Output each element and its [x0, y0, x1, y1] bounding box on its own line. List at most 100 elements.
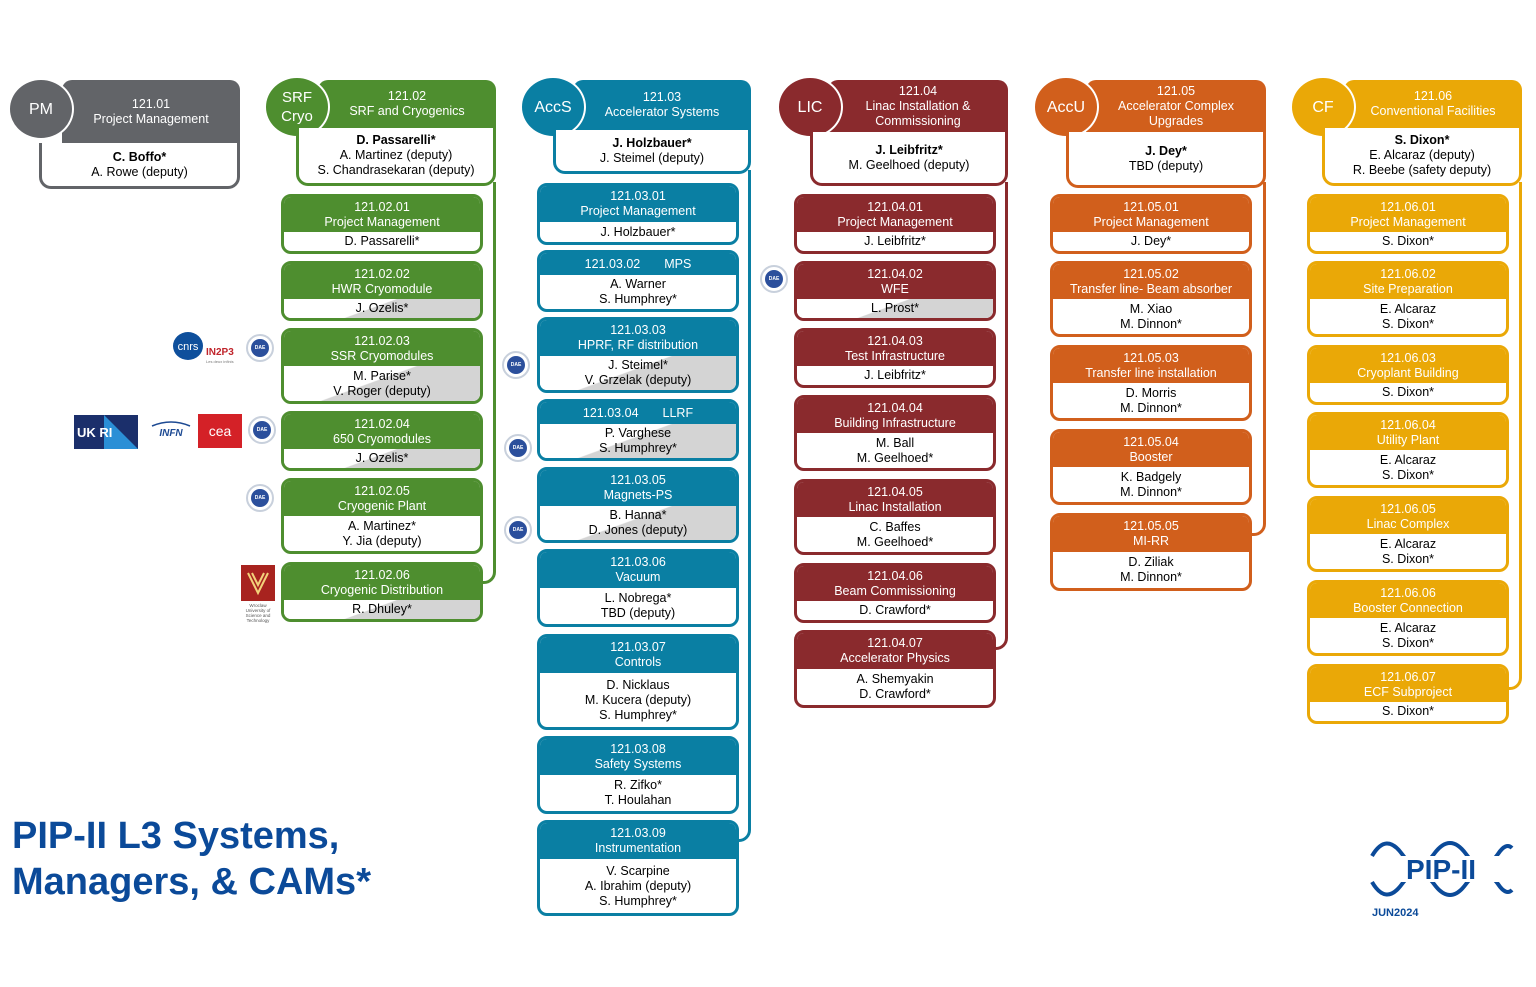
cam-name: M. Ball [875, 435, 915, 450]
cam-name: D. Ziliak [1128, 555, 1174, 569]
l2-number: 121.06 [1413, 89, 1453, 103]
cam-name: V. Scarpine [606, 863, 670, 878]
cam-name: D. Nicklaus [606, 677, 670, 692]
cam-name: E. Alcaraz [1379, 536, 1437, 551]
cam-name: S. Dixon* [1381, 234, 1435, 248]
cam-name: TBD (deputy) [600, 606, 676, 620]
l2-number: 121.04 [898, 83, 938, 98]
cam-name: M. Parise* [353, 368, 411, 383]
l2-managers-accs: J. Holzbauer* J. Steimel (deputy) [553, 130, 751, 174]
pip2-logo-text: PIP-II [1406, 854, 1476, 885]
manager-name: S. Dixon* [1394, 133, 1450, 147]
l2-badge-accs: AccS [520, 76, 586, 138]
manager-name: D. Passarelli* [356, 133, 436, 147]
dae-logo: DAE [246, 484, 274, 512]
wroclaw-logo: Wroclaw University of Science and Techno… [240, 565, 276, 625]
cam-name: B. Hanna* [609, 508, 667, 522]
manager-name: J. Steimel (deputy) [599, 150, 705, 165]
l2-header-accs: 121.03 Accelerator Systems [573, 80, 751, 130]
l2-header-srf: 121.02 SRF and Cryogenics [318, 80, 496, 128]
ukri-logo: UK RI [74, 415, 138, 449]
manager-name: R. Beebe (safety deputy) [1352, 163, 1492, 177]
cam-name: M. Dinnon* [1120, 316, 1182, 331]
dae-logo: DAE [248, 416, 276, 444]
cam-name: R. Dhuley* [352, 602, 412, 616]
manager-name: E. Alcaraz (deputy) [1369, 148, 1475, 162]
manager-name: J. Holzbauer* [612, 135, 692, 150]
cam-name: A. Warner [610, 277, 666, 291]
cam-name: M. Dinnon* [1120, 570, 1182, 584]
cam-name: V. Grzelak (deputy) [584, 373, 692, 387]
manager-name: J. Leibfritz* [875, 142, 943, 157]
l2-header-pm: 121.01 Project Management [62, 80, 240, 143]
title-line: PIP-II L3 Systems, [12, 815, 340, 857]
l2-badge-accu: AccU [1033, 76, 1099, 138]
cam-name: S. Dixon* [1381, 385, 1435, 399]
cea-text: cea [209, 423, 232, 439]
dae-logo: DAE [246, 334, 274, 362]
manager-name: A. Martinez (deputy) [339, 148, 453, 162]
cam-name: M. Geelhoed* [856, 534, 934, 549]
cam-name: J. Leibfritz* [864, 368, 926, 382]
cam-name: S. Dixon* [1381, 635, 1435, 650]
l2-name: Conventional Facilities [1370, 104, 1496, 118]
l2-number: 121.05 [1156, 83, 1196, 98]
manager-name: C. Boffo* [112, 149, 167, 164]
manager-name: S. Chandrasekaran (deputy) [317, 163, 475, 177]
cam-name: D. Jones (deputy) [588, 523, 688, 537]
cam-name: S. Humphrey* [599, 893, 677, 908]
l2-managers-accu: J. Dey* TBD (deputy) [1066, 132, 1266, 188]
cam-name: S. Humphrey* [599, 441, 677, 455]
cam-name: L. Prost* [871, 301, 919, 315]
cam-name: M. Kucera (deputy) [584, 692, 692, 707]
cam-name: V. Roger (deputy) [333, 383, 431, 398]
cam-name: J. Ozelis* [355, 451, 409, 465]
cam-name: D. Morris [1125, 385, 1177, 400]
cam-name: S. Humphrey* [599, 707, 677, 722]
cea-logo: cea [198, 414, 242, 448]
manager-name: TBD (deputy) [1128, 158, 1204, 173]
cnrs-text: cnrs [178, 341, 199, 353]
l2-header-cf: 121.06 Conventional Facilities [1344, 80, 1522, 128]
l2-managers-srf: D. Passarelli* A. Martinez (deputy) S. C… [296, 128, 496, 186]
cam-name: E. Alcaraz [1379, 452, 1437, 467]
cam-name: E. Alcaraz [1379, 620, 1437, 635]
cam-name: D. Passarelli* [344, 234, 420, 248]
page-title: PIP-II L3 Systems, Managers, & CAMs* [12, 813, 371, 905]
dae-logo: DAE [504, 434, 532, 462]
pip2-logo: PIP-II JUN2024 [1366, 826, 1516, 922]
cam-name: S. Dixon* [1381, 704, 1435, 718]
cam-name: A. Shemyakin [856, 672, 934, 686]
cam-name: T. Houlahan [604, 793, 672, 807]
title-line: Managers, & CAMs* [12, 861, 371, 903]
cnrs-logo: cnrs IN2P3 Les deux infinis [172, 330, 238, 366]
cam-name: K. Badgely [1120, 469, 1182, 484]
cam-name: A. Ibrahim (deputy) [584, 878, 692, 893]
in2p3-text: IN2P3 [206, 347, 234, 358]
cam-name: R. Zifko* [614, 778, 662, 792]
l2-name: Accelerator Systems [604, 105, 720, 119]
cam-name: M. Xiao [1129, 301, 1173, 316]
